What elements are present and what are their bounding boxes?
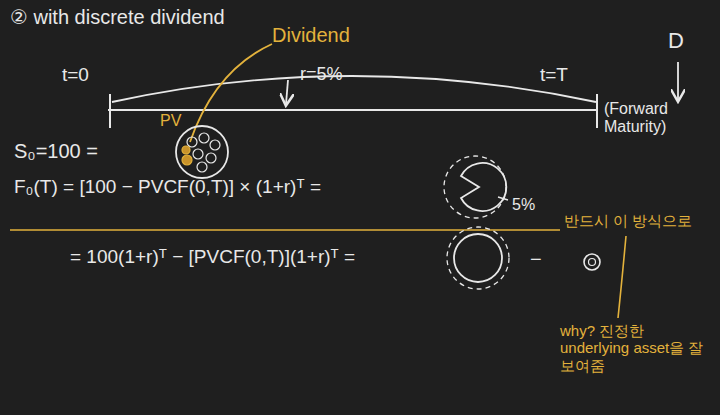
divider: [10, 229, 560, 231]
time-label: t=T: [540, 64, 568, 86]
full-circle: [447, 227, 509, 289]
time-label: t=0: [62, 64, 89, 86]
small-circle: [584, 254, 600, 270]
note: 반드시 이 방식으로: [564, 212, 692, 229]
tick: [596, 94, 598, 128]
symbol-label: D: [668, 28, 684, 53]
equation: S₀=100 =: [14, 140, 98, 163]
maturity-note: (Forward Maturity): [604, 100, 712, 137]
d-arrow: [677, 62, 679, 100]
equation: F₀(T) = [100 − PVCF(0,T)] × (1+r)ᵀ =: [14, 176, 321, 198]
timeline: [108, 109, 598, 111]
rate-label: r=5%: [300, 64, 343, 85]
dividend-arrow: [286, 80, 288, 104]
callout-label: PV: [160, 112, 181, 130]
title: ② with discrete dividend: [10, 6, 225, 29]
callout-label: Dividend: [272, 24, 350, 47]
pacman-circle: [444, 156, 508, 218]
growth-arc: [112, 76, 596, 102]
leader-line: [618, 236, 626, 318]
tick: [109, 94, 111, 128]
equation: = 100(1+r)ᵀ − [PVCF(0,T)](1+r)ᵀ =: [70, 246, 355, 268]
note: why? 진정한 underlying asset을 잘 보여줌: [560, 322, 710, 374]
rate-label: 5%: [512, 196, 535, 214]
leader-line: [190, 44, 272, 142]
asset-circle: [176, 126, 228, 178]
operator: −: [530, 248, 542, 271]
